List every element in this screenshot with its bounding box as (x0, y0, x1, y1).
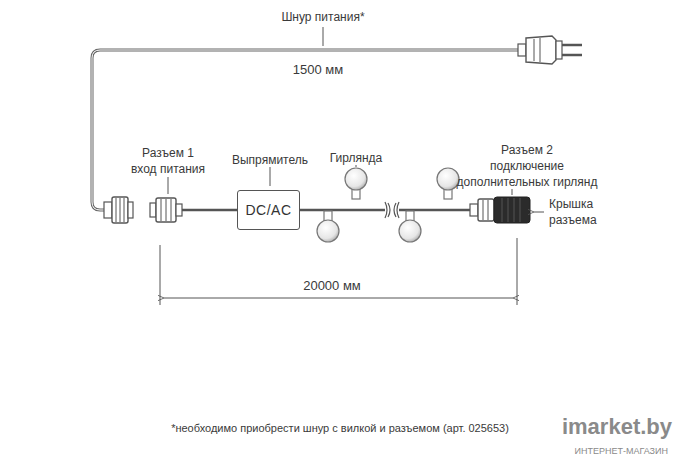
part-label: подключение (490, 159, 564, 173)
part-label: вход питания (131, 162, 205, 176)
footnote: *необходимо приобрести шнур с вилкой и р… (171, 421, 509, 435)
node-text: DC/AC (245, 202, 291, 218)
dimension-label: 20000 мм (303, 279, 361, 293)
connector-1 (104, 197, 182, 223)
part-label: Крышка (549, 197, 593, 211)
dimension-line (160, 238, 517, 305)
watermark: ИНТЕРНЕТ-МАГАЗИН (574, 444, 668, 458)
part-label: дополнительных гирлянд (457, 175, 598, 189)
rectifier-box: DC/AC (237, 190, 300, 230)
bulbs (317, 168, 459, 242)
cord-label: Шнур питания* (281, 10, 364, 24)
part-label: Выпрямитель (232, 153, 308, 167)
part-label: Разъем 2 (501, 143, 553, 157)
connector-2 (470, 197, 530, 223)
part-label: разъема (549, 213, 597, 227)
part-label: Разъем 1 (142, 146, 194, 160)
wire-break (385, 202, 399, 218)
dimension-label: 1500 мм (293, 63, 343, 77)
power-plug (518, 36, 582, 64)
part-label: Гирлянда (330, 151, 383, 165)
watermark: imarket.by (562, 420, 672, 434)
